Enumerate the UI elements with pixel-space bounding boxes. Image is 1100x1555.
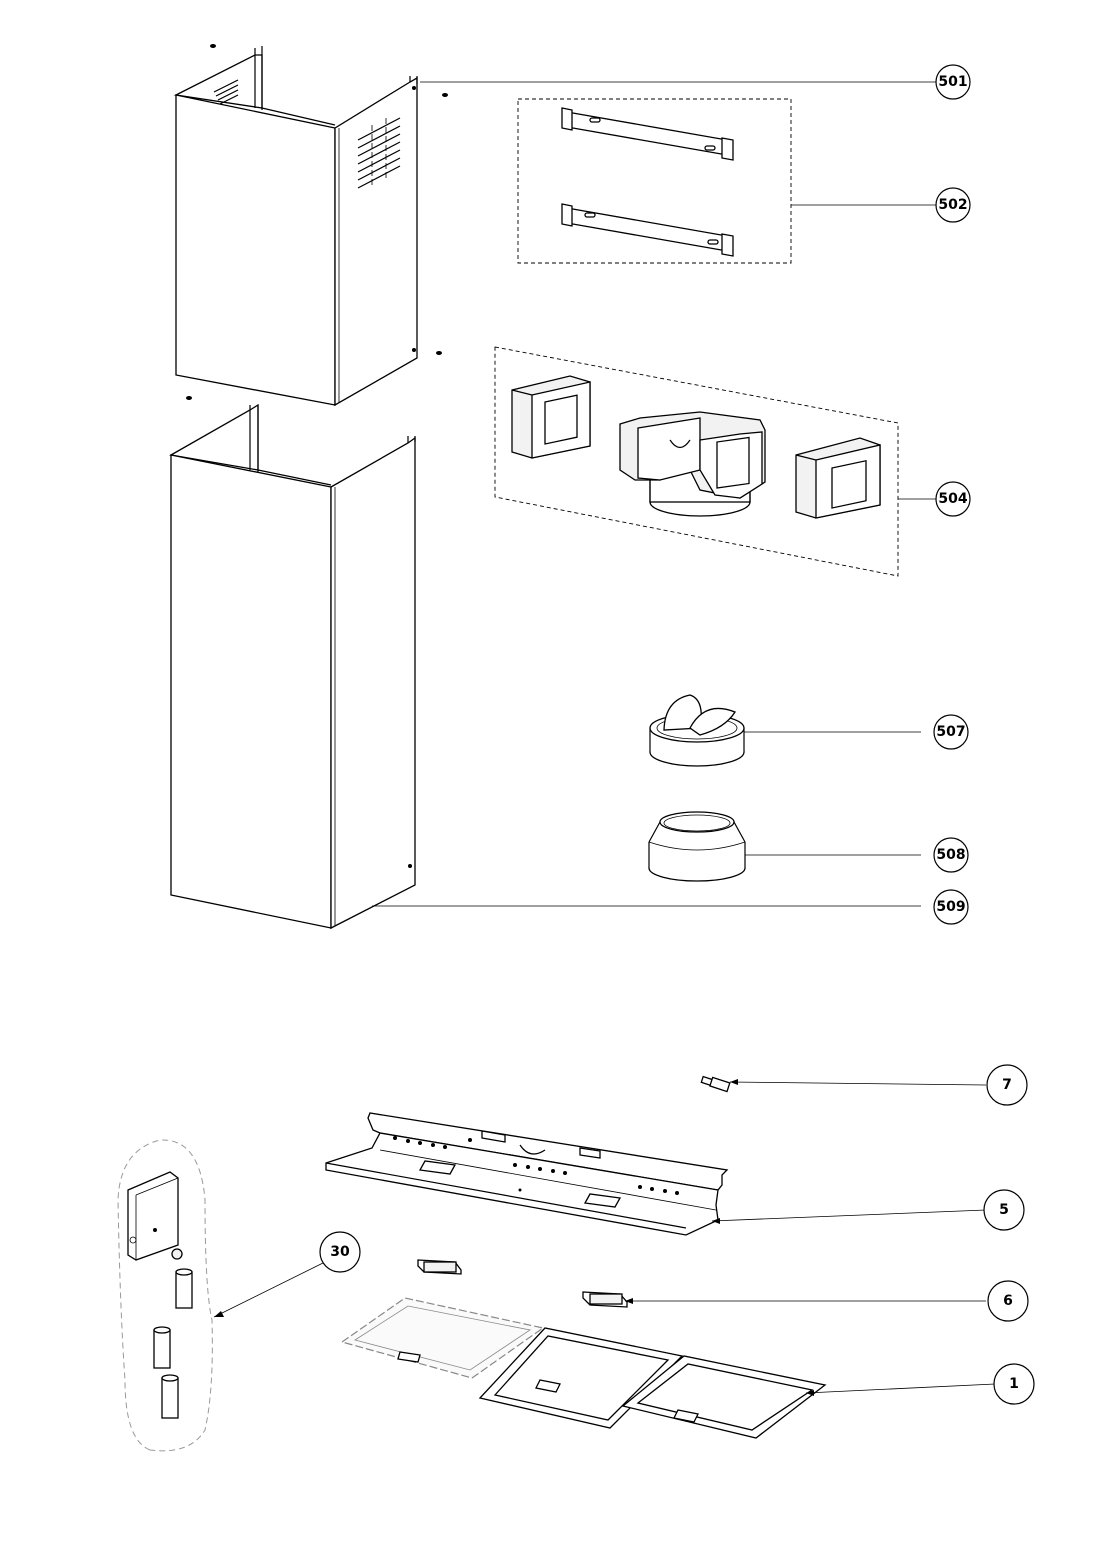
callout-502: 502 bbox=[935, 187, 971, 223]
filter-panel-translucent bbox=[340, 1297, 545, 1379]
screw bbox=[210, 44, 216, 48]
duct-adapter-set-504 bbox=[494, 346, 899, 577]
bracket-lower bbox=[561, 203, 734, 257]
callout-label-5: 5 bbox=[999, 1202, 1009, 1218]
callout-label-1: 1 bbox=[1009, 1376, 1019, 1392]
rectangular-duct-right bbox=[795, 437, 881, 519]
callout-label-501: 501 bbox=[938, 74, 967, 90]
screw bbox=[436, 351, 442, 355]
rectangular-duct-left bbox=[511, 375, 591, 459]
filter-clip-left-6 bbox=[417, 1259, 462, 1275]
callout-501: 501 bbox=[935, 64, 971, 100]
electronics-group-30 bbox=[117, 1139, 213, 1452]
callout-1: 1 bbox=[993, 1363, 1035, 1405]
callout-30: 30 bbox=[319, 1231, 361, 1273]
callout-507: 507 bbox=[933, 714, 969, 750]
screw-hole bbox=[412, 86, 416, 90]
vent-slots-side bbox=[357, 117, 401, 189]
y-duct-center bbox=[619, 411, 766, 517]
callout-label-6: 6 bbox=[1003, 1293, 1013, 1309]
callout-7: 7 bbox=[986, 1064, 1028, 1106]
lower-chimney-cover-509 bbox=[169, 403, 416, 930]
callout-label-502: 502 bbox=[938, 197, 967, 213]
callout-509: 509 bbox=[933, 889, 969, 925]
hood-frame-5 bbox=[325, 1112, 729, 1236]
duct-reducer-508 bbox=[648, 811, 746, 882]
connector-7 bbox=[700, 1075, 731, 1093]
screw bbox=[186, 396, 192, 400]
callout-504: 504 bbox=[935, 481, 971, 517]
frame-holes bbox=[393, 1136, 679, 1195]
callout-label-507: 507 bbox=[936, 724, 965, 740]
screw-hole bbox=[408, 864, 412, 868]
callout-label-508: 508 bbox=[936, 847, 965, 863]
callout-label-7: 7 bbox=[1002, 1077, 1012, 1093]
bracket-set-502 bbox=[517, 98, 792, 264]
callout-6: 6 bbox=[987, 1280, 1029, 1322]
callout-label-504: 504 bbox=[938, 491, 967, 507]
filter-clip-right-6 bbox=[582, 1291, 628, 1308]
vent-slots-back bbox=[213, 79, 239, 105]
callout-5: 5 bbox=[983, 1189, 1025, 1231]
callout-label-509: 509 bbox=[936, 899, 965, 915]
bracket-upper bbox=[561, 107, 734, 161]
screw bbox=[442, 93, 448, 97]
grease-filter-right-1 bbox=[621, 1355, 827, 1439]
upper-chimney-cover-501 bbox=[173, 44, 448, 407]
callout-508: 508 bbox=[933, 837, 969, 873]
check-valve-507 bbox=[649, 694, 745, 767]
screw-hole bbox=[412, 348, 416, 352]
callout-label-30: 30 bbox=[330, 1244, 350, 1260]
leader-lines bbox=[213, 81, 996, 1396]
